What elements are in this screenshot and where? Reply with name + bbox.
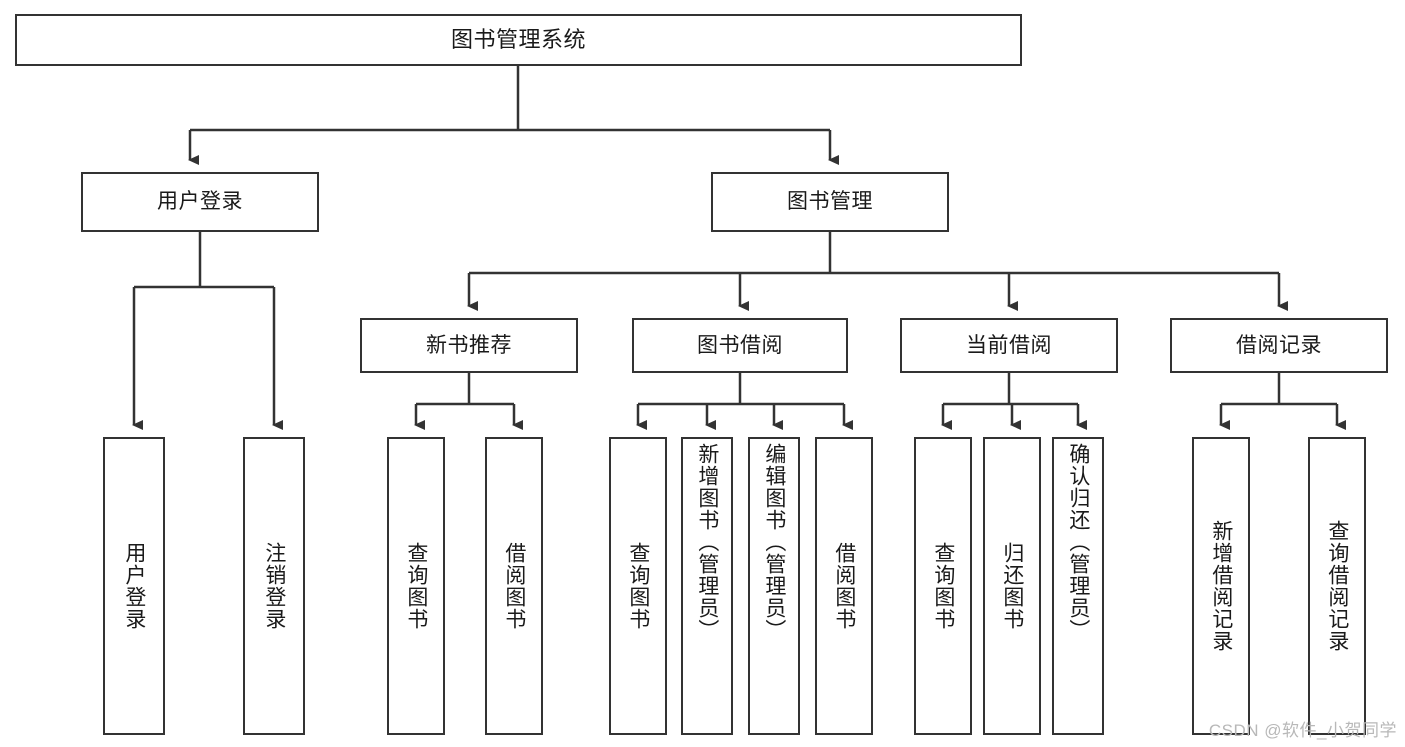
- leaf-text-wrap: 注销登录: [245, 439, 303, 733]
- leaf-text-wrap: 新增借阅记录: [1194, 439, 1248, 733]
- leaf-confirm-return-admin[interactable]: 确认归还（管理员）: [1052, 437, 1104, 735]
- node-label: 确认归还（管理员）: [1066, 443, 1090, 641]
- leaf-logout[interactable]: 注销登录: [243, 437, 305, 735]
- leaf-user-login[interactable]: 用户登录: [103, 437, 165, 735]
- node-label: 新书推荐: [426, 333, 512, 357]
- node-label: 归还图书: [1000, 542, 1024, 630]
- node-label: 借阅记录: [1236, 333, 1322, 357]
- leaf-borrow-book[interactable]: 借阅图书: [815, 437, 873, 735]
- node-book-borrow[interactable]: 图书借阅: [632, 318, 848, 373]
- leaf-text-wrap: 用户登录: [105, 439, 163, 733]
- leaf-text-wrap: 借阅图书: [487, 439, 541, 733]
- leaf-text-wrap: 确认归还（管理员）: [1054, 439, 1102, 737]
- leaf-add-book-admin[interactable]: 新增图书（管理员）: [681, 437, 733, 735]
- node-user-login[interactable]: 用户登录: [81, 172, 319, 232]
- leaf-query-book-recommend[interactable]: 查询图书: [387, 437, 445, 735]
- node-borrow-record[interactable]: 借阅记录: [1170, 318, 1388, 373]
- leaf-query-borrow-record[interactable]: 查询借阅记录: [1308, 437, 1366, 735]
- leaf-query-book-borrow[interactable]: 查询图书: [609, 437, 667, 735]
- node-label: 图书管理: [787, 190, 873, 214]
- leaf-text-wrap: 查询图书: [916, 439, 970, 733]
- leaf-text-wrap: 借阅图书: [817, 439, 871, 733]
- leaf-text-wrap: 查询图书: [389, 439, 443, 733]
- leaf-text-wrap: 查询借阅记录: [1310, 439, 1364, 733]
- node-label: 查询图书: [626, 542, 650, 630]
- node-label: 查询图书: [404, 542, 428, 630]
- leaf-query-book-current[interactable]: 查询图书: [914, 437, 972, 735]
- leaf-text-wrap: 归还图书: [985, 439, 1039, 733]
- leaf-add-borrow-record[interactable]: 新增借阅记录: [1192, 437, 1250, 735]
- node-label: 图书借阅: [697, 333, 783, 357]
- node-new-book-recommend[interactable]: 新书推荐: [360, 318, 578, 373]
- node-root-system[interactable]: 图书管理系统: [15, 14, 1022, 66]
- leaf-text-wrap: 编辑图书（管理员）: [750, 439, 798, 737]
- node-label: 借阅图书: [502, 542, 526, 630]
- node-label: 借阅图书: [832, 542, 856, 630]
- csdn-watermark: CSDN @软件_小贺同学: [1208, 721, 1397, 740]
- node-label: 用户登录: [157, 190, 243, 214]
- node-label: 新增图书（管理员）: [695, 443, 719, 641]
- node-label: 注销登录: [262, 542, 286, 630]
- leaf-return-book[interactable]: 归还图书: [983, 437, 1041, 735]
- leaf-borrow-book-recommend[interactable]: 借阅图书: [485, 437, 543, 735]
- node-label: 图书管理系统: [450, 26, 586, 52]
- leaf-edit-book-admin[interactable]: 编辑图书（管理员）: [748, 437, 800, 735]
- node-current-borrow[interactable]: 当前借阅: [900, 318, 1118, 373]
- node-label: 新增借阅记录: [1209, 520, 1233, 652]
- leaf-text-wrap: 新增图书（管理员）: [683, 439, 731, 737]
- node-label: 当前借阅: [966, 333, 1052, 357]
- node-label: 查询图书: [931, 542, 955, 630]
- node-label: 用户登录: [122, 542, 146, 630]
- leaf-text-wrap: 查询图书: [611, 439, 665, 733]
- node-book-management[interactable]: 图书管理: [711, 172, 949, 232]
- node-label: 编辑图书（管理员）: [762, 443, 786, 641]
- node-label: 查询借阅记录: [1325, 520, 1349, 652]
